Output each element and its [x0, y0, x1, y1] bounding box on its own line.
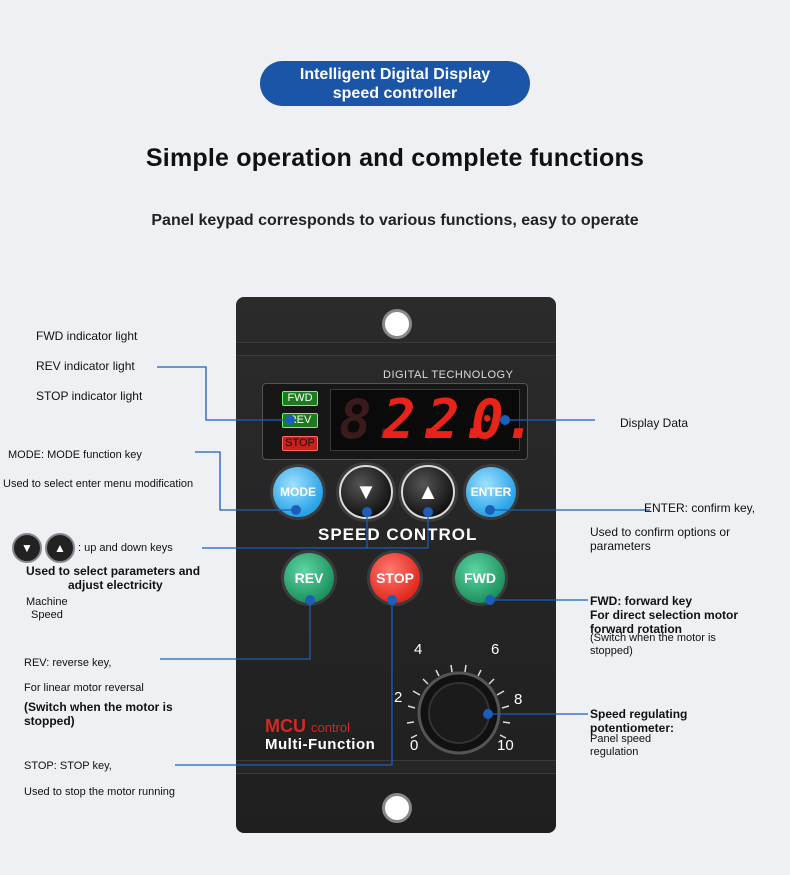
header-line1: Intelligent Digital Display [299, 65, 491, 83]
fwd-button[interactable]: FWD [455, 553, 505, 603]
header-badge: Intelligent Digital Display speed contro… [260, 61, 530, 106]
panel-top-ridge [236, 342, 556, 356]
brand-label: DIGITAL TECHNOLOGY [383, 369, 514, 381]
mcu-suffix: control [311, 720, 351, 735]
mini-down-icon: ▼ [12, 533, 42, 563]
fwd-indicator: FWD [282, 391, 318, 406]
rev-note1: (Switch when the motor is [24, 700, 173, 714]
enter-key-label: ENTER: confirm key, [644, 501, 756, 515]
dial-ticks [406, 664, 511, 739]
down-arrow-icon: ▼ [355, 479, 377, 504]
pot-label2: potentiometer: [590, 721, 674, 735]
updown-desc1: Used to select parameters and [26, 564, 201, 578]
mode-key-label: MODE: MODE function key [8, 449, 142, 461]
rev-note2: stopped) [24, 714, 75, 728]
enter-desc1: Used to confirm options or [590, 525, 731, 539]
dial-label-2: 2 [394, 689, 403, 706]
speed-label: Speed [31, 609, 63, 621]
pot-label4: regulation [590, 746, 639, 758]
dial-label-0: 0 [410, 737, 419, 754]
mcu-logo: MCU control [265, 716, 350, 737]
rev-desc-label: For linear motor reversal [24, 682, 144, 694]
led-digit-3: 2. [427, 388, 493, 451]
speed-dial[interactable] [395, 650, 525, 760]
mode-desc-label: Used to select enter menu modification [3, 478, 194, 490]
fwd-note2: stopped) [590, 645, 633, 657]
dial-label-8: 8 [514, 691, 523, 708]
dial-label-10: 10 [497, 737, 514, 754]
speed-control-label: SPEED CONTROL [318, 525, 478, 544]
stop-light-label: STOP indicator light [36, 389, 143, 403]
dial-label-6: 6 [491, 641, 500, 658]
mount-hole-top [382, 309, 412, 339]
multi-function-label: Multi-Function [265, 736, 376, 753]
pot-label1: Speed regulating [590, 707, 688, 721]
page-title: Simple operation and complete functions [145, 144, 645, 172]
rev-light-label: REV indicator light [36, 359, 135, 373]
display-data-label: Display Data [620, 416, 689, 430]
fwd-desc1: For direct selection motor [590, 608, 739, 622]
mini-up-icon: ▲ [45, 533, 75, 563]
rev-key-label: REV: reverse key, [24, 657, 112, 669]
dial-label-4: 4 [414, 641, 423, 658]
mcu-text: MCU [265, 716, 306, 736]
stop-indicator: STOP [282, 436, 318, 451]
fwd-desc2: forward rotation [590, 622, 682, 636]
mount-hole-bottom [382, 793, 412, 823]
fwd-note1: (Switch when the motor is [590, 632, 716, 644]
panel-bottom-ridge [236, 760, 556, 774]
up-arrow-icon: ▲ [417, 479, 439, 504]
machine-label: Machine [26, 596, 68, 608]
fwd-light-label: FWD indicator light [36, 329, 138, 343]
stop-button[interactable]: STOP [370, 553, 420, 603]
led-digit-2: 2. [383, 388, 449, 451]
pot-label3: Panel speed [590, 733, 652, 745]
stop-key-label: STOP: STOP key, [24, 760, 112, 772]
page-subtitle: Panel keypad corresponds to various func… [151, 212, 639, 229]
stop-desc-label: Used to stop the motor running [24, 786, 176, 798]
enter-desc2: parameters [590, 539, 651, 553]
rev-button[interactable]: REV [284, 553, 334, 603]
led-digit-1: 8. [339, 388, 405, 451]
led-display: 8. 2. 2. 0. [330, 388, 536, 451]
updown-label: : up and down keys [78, 542, 173, 554]
updown-desc2: adjust electricity [68, 578, 163, 592]
fwd-key-label: FWD: forward key [590, 594, 693, 608]
header-line2: speed controller [332, 84, 458, 102]
